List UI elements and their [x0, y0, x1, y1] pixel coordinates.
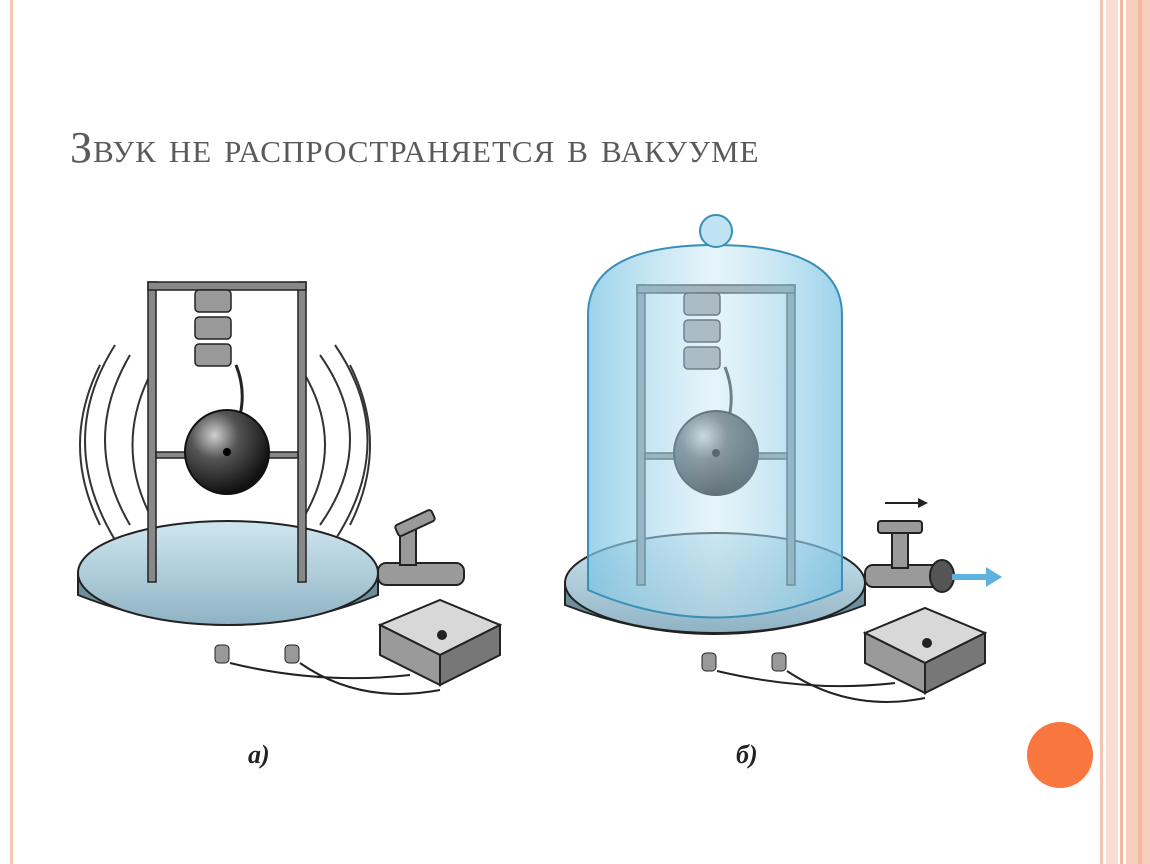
power-box-icon	[377, 598, 503, 687]
power-box-icon	[862, 606, 988, 695]
setup-b	[564, 214, 1002, 703]
slide-title: Звук не распространяется в вакууме	[70, 123, 760, 172]
arrow-right-icon	[885, 498, 928, 508]
bell-experiment-diagram	[77, 214, 1002, 703]
valve-icon	[864, 520, 955, 593]
frame-line	[10, 0, 13, 864]
foot	[701, 652, 717, 672]
sound-waves-icon	[79, 344, 371, 541]
foot	[771, 652, 787, 672]
wire	[299, 662, 441, 695]
air-flow-arrow-icon	[952, 567, 1002, 587]
foot	[284, 644, 300, 664]
figure-label-a: а)	[248, 740, 270, 769]
valve-icon	[377, 509, 465, 586]
electromagnet-icon	[194, 289, 244, 416]
base-plate	[77, 520, 379, 626]
wire	[716, 670, 896, 688]
wire	[229, 662, 411, 680]
glass-bell-jar-icon	[587, 214, 843, 619]
decor-stripe	[1120, 0, 1123, 864]
decor-stripe	[1138, 0, 1142, 864]
decorative-circle-icon	[1027, 722, 1093, 788]
figure-label-b: б)	[736, 740, 758, 769]
wire	[786, 670, 926, 703]
foot	[214, 644, 230, 664]
setup-a	[77, 281, 503, 695]
decor-stripe	[1100, 0, 1103, 864]
decor-stripe	[1106, 0, 1118, 864]
